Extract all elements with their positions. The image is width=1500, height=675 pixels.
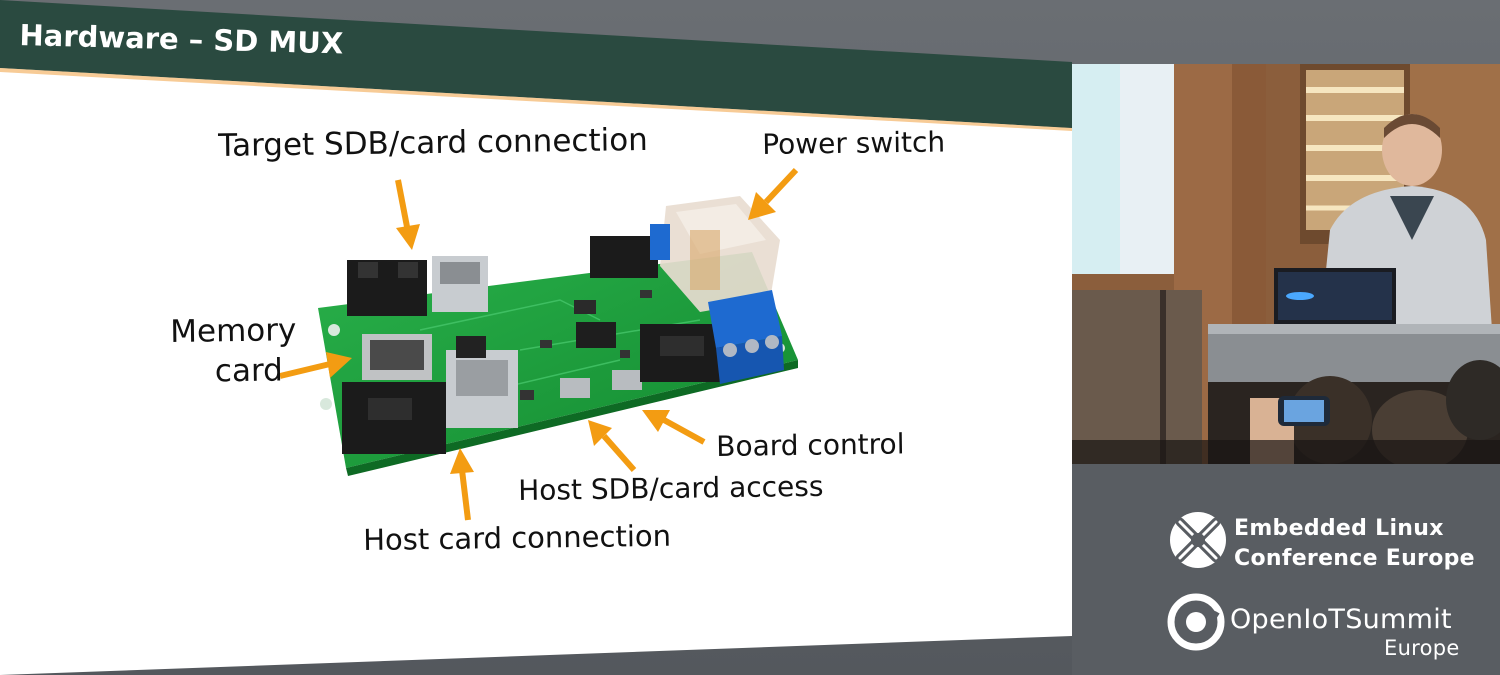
label-power-switch: Power switch — [762, 125, 946, 161]
arrow-power — [763, 167, 799, 205]
iot-line2: Europe — [1384, 636, 1460, 660]
openiot-logo-icon — [1167, 593, 1225, 651]
elc-line2: Conference Europe — [1234, 546, 1475, 571]
label-memory-line2: card — [214, 352, 284, 390]
label-host-card-connection: Host card connection — [363, 518, 672, 557]
speaker-video — [1072, 64, 1500, 470]
arrow-target — [395, 179, 411, 233]
arrow-host-sdb — [601, 434, 637, 472]
elc-logo-icon — [1170, 512, 1226, 568]
callout-arrows — [279, 167, 799, 521]
slide-title: Hardware – SD MUX — [19, 18, 344, 61]
presentation-slide: Hardware – SD MUX Target SDB/card connec… — [19, 18, 946, 557]
sd-mux-board-image — [318, 196, 798, 476]
iot-line1: OpenIoTSummit — [1230, 604, 1452, 635]
elc-line1: Embedded Linux — [1234, 516, 1444, 541]
label-target-sdb: Target SDB/card connection — [218, 122, 649, 164]
arrow-board-control — [662, 417, 706, 445]
label-host-sdb-access: Host SDB/card access — [518, 469, 824, 507]
label-memory-card: Memory card — [170, 310, 297, 392]
label-memory-line1: Memory — [170, 312, 297, 350]
arrow-memory — [279, 361, 331, 379]
label-board-control: Board control — [716, 427, 905, 463]
slide-header — [0, 0, 1072, 128]
arrow-host-card — [459, 469, 471, 521]
